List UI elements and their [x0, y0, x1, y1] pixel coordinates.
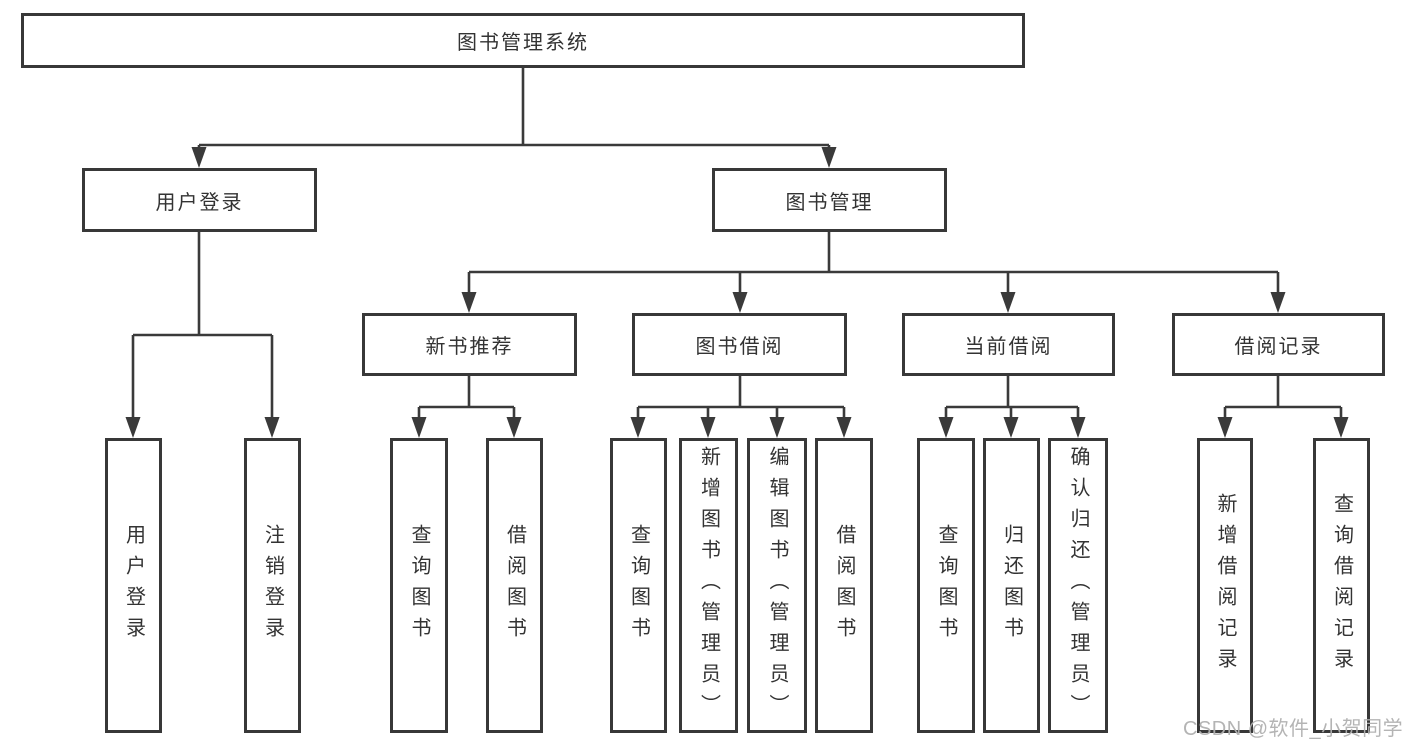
- leaf-add-borrow-record: 新增借阅记录: [1197, 438, 1253, 733]
- leaf-borrowing-borrow-books: 借阅图书: [815, 438, 873, 733]
- leaf-return-books-label: 归还图书: [1000, 523, 1023, 648]
- node-root-label: 图书管理系统: [457, 32, 589, 54]
- node-root: 图书管理系统: [21, 13, 1025, 68]
- leaf-borrowing-query-books-label: 查询图书: [627, 523, 650, 648]
- leaf-newbook-query-books-label: 查询图书: [408, 523, 430, 648]
- leaf-add-books-admin-label: 新增图书（管理员）: [697, 446, 720, 725]
- leaf-edit-books-admin-label: 编辑图书（管理员）: [766, 446, 788, 725]
- leaf-newbook-borrow-books-label: 借阅图书: [503, 523, 526, 648]
- node-book-borrowing-label: 图书借阅: [695, 336, 784, 358]
- leaf-logout-label: 注销登录: [261, 523, 284, 648]
- leaf-confirm-return-admin: 确认归还（管理员）: [1048, 438, 1108, 733]
- leaf-query-borrow-record-label: 查询借阅记录: [1330, 492, 1353, 679]
- leaf-user-login-label: 用户登录: [122, 523, 145, 648]
- node-user-login: 用户登录: [82, 168, 317, 232]
- arrowheads: [125, 147, 1349, 438]
- watermark: CSDN @软件_小贺同学: [1183, 718, 1404, 740]
- node-book-management: 图书管理: [712, 168, 947, 232]
- leaf-query-borrow-record: 查询借阅记录: [1313, 438, 1370, 733]
- leaf-logout: 注销登录: [244, 438, 301, 733]
- node-borrowing-records: 借阅记录: [1172, 313, 1385, 376]
- leaf-current-query-books-label: 查询图书: [935, 523, 957, 648]
- leaf-borrowing-borrow-books-label: 借阅图书: [833, 523, 855, 648]
- leaf-user-login: 用户登录: [105, 438, 162, 733]
- node-book-management-label: 图书管理: [785, 191, 874, 214]
- leaf-edit-books-admin: 编辑图书（管理员）: [747, 438, 807, 733]
- node-book-borrowing: 图书借阅: [632, 313, 847, 376]
- leaf-confirm-return-admin-label: 确认归还（管理员）: [1067, 446, 1089, 725]
- node-current-borrowing: 当前借阅: [902, 313, 1115, 376]
- node-borrowing-records-label: 借阅记录: [1234, 336, 1323, 358]
- node-new-book-recommend: 新书推荐: [362, 313, 577, 376]
- leaf-borrowing-query-books: 查询图书: [610, 438, 667, 733]
- leaf-add-borrow-record-label: 新增借阅记录: [1214, 492, 1236, 679]
- node-current-borrowing-label: 当前借阅: [964, 336, 1053, 358]
- node-new-book-recommend-label: 新书推荐: [425, 336, 514, 358]
- leaf-return-books: 归还图书: [983, 438, 1040, 733]
- leaf-newbook-query-books: 查询图书: [390, 438, 448, 733]
- leaf-add-books-admin: 新增图书（管理员）: [679, 438, 738, 733]
- leaf-newbook-borrow-books: 借阅图书: [486, 438, 543, 733]
- leaf-current-query-books: 查询图书: [917, 438, 975, 733]
- node-user-login-label: 用户登录: [155, 191, 244, 214]
